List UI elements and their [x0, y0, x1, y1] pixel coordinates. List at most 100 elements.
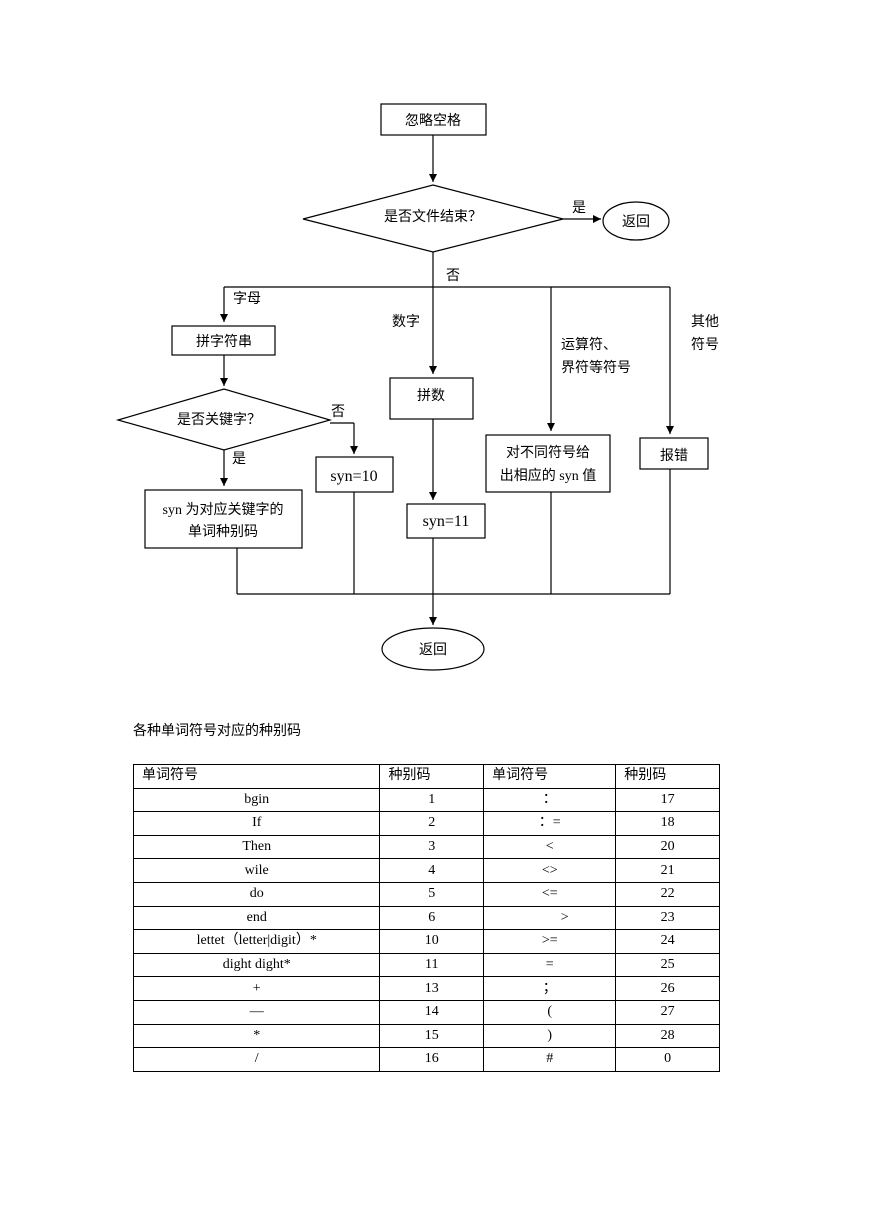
branch-operator-label-1: 运算符、	[561, 337, 617, 353]
table-cell: #	[483, 1047, 617, 1072]
decision-keyword	[115, 388, 333, 451]
syn10-label: syn=10	[330, 468, 377, 485]
table-cell: lettet（letter|digit）*	[132, 929, 381, 954]
table-cell: Then	[132, 834, 381, 860]
table-row: *15)28	[132, 1023, 720, 1049]
table-cell: <	[483, 834, 617, 860]
table-cell: <>	[483, 858, 617, 883]
table-cell: bgin	[132, 787, 381, 813]
table-cell: 21	[615, 858, 720, 883]
table-cell: 22	[615, 881, 720, 907]
table-cell: (	[483, 999, 617, 1025]
spell-number-label: 拼数	[417, 388, 445, 404]
keyword-no-label: 否	[331, 405, 345, 420]
symbol-code-label-1: 对不同符号给	[506, 445, 590, 461]
table-row: lettet（letter|digit）*10>=24	[132, 929, 720, 954]
keyword-code-label-1: syn 为对应关键字的	[163, 501, 284, 518]
table-cell: do	[132, 881, 381, 907]
table-cell: 5	[379, 881, 485, 907]
table-cell: ：	[483, 787, 617, 813]
table-cell: 10	[379, 929, 485, 954]
table-cell: /	[132, 1047, 381, 1072]
table-cell: 23	[615, 905, 720, 931]
syn10-box	[315, 456, 394, 493]
table-cell: end	[132, 905, 381, 931]
table-header-cell: 种别码	[379, 764, 485, 789]
branch-other-label-2: 符号	[691, 337, 719, 353]
keyword-code-label-2: 单词种别码	[188, 524, 258, 540]
return-top-label: 返回	[622, 214, 650, 230]
table-cell: 27	[615, 999, 720, 1025]
spell-string-box	[171, 325, 276, 356]
table-cell: 16	[379, 1047, 485, 1072]
syn11-label: syn=11	[423, 513, 470, 530]
keyword-code-box	[144, 489, 303, 549]
table-cell: 2	[379, 811, 485, 836]
table-cell: 20	[615, 834, 720, 860]
table-header-row: 单词符号种别码单词符号种别码	[132, 764, 720, 789]
spell-number-box	[389, 377, 474, 420]
table-cell: +	[132, 976, 381, 1001]
table-row: /16#0	[132, 1047, 720, 1072]
return-top-ellipse	[602, 201, 670, 241]
table-cell: 14	[379, 999, 485, 1025]
table-cell: 0	[615, 1047, 720, 1072]
table-header-cell: 种别码	[615, 764, 720, 789]
table-header-cell: 单词符号	[132, 764, 381, 789]
table-cell: —	[132, 999, 381, 1025]
table-cell: ：=	[483, 811, 617, 836]
keyword-yes-label: 是	[232, 452, 246, 467]
error-box	[639, 437, 709, 470]
table-row: +13；26	[132, 976, 720, 1001]
return-bottom-ellipse	[381, 627, 485, 671]
symbol-code-label-2: 出相应的 syn 值	[500, 467, 596, 484]
table-cell: If	[132, 811, 381, 836]
table-cell: 6	[379, 905, 485, 931]
table-header-cell: 单词符号	[483, 764, 617, 789]
syn11-box	[406, 503, 486, 539]
table-cell: *	[132, 1023, 381, 1049]
flowchart: 忽略空格 是否文件结束？ 是 返回 否 字母 数字 运算符、 界符等符号 其他 …	[115, 103, 719, 671]
table-row: dight dight*11=25	[132, 952, 720, 978]
table-cell: 17	[615, 787, 720, 813]
table-cell: =	[483, 952, 617, 978]
no-label: 否	[446, 269, 460, 284]
spell-string-label: 拼字符串	[196, 334, 252, 350]
start-box-label: 忽略空格	[405, 113, 461, 129]
table-cell: <=	[483, 881, 617, 907]
table-cell: >=	[483, 929, 617, 954]
table-cell: 18	[615, 811, 720, 836]
table-cell: wile	[132, 858, 381, 883]
decision-keyword-label: 是否关键字？	[177, 412, 261, 428]
table-caption: 各种单词符号对应的种别码	[133, 724, 301, 739]
table-row: —14(27	[132, 999, 720, 1025]
start-box	[380, 103, 487, 136]
symbol-code-box	[485, 434, 611, 493]
table-cell: 26	[615, 976, 720, 1001]
table-cell: 13	[379, 976, 485, 1001]
table-cell: ；	[483, 976, 617, 1001]
table-cell: 11	[379, 952, 485, 978]
table-cell: 15	[379, 1023, 485, 1049]
table-cell: 25	[615, 952, 720, 978]
table-cell: 24	[615, 929, 720, 954]
table-cell: 1	[379, 787, 485, 813]
table-cell: dight dight*	[132, 952, 381, 978]
return-bottom-label: 返回	[419, 642, 447, 658]
table-cell: 4	[379, 858, 485, 883]
yes-label: 是	[572, 201, 586, 216]
error-label: 报错	[660, 448, 688, 464]
table-cell: 28	[615, 1023, 720, 1049]
branch-letter-label: 字母	[233, 291, 261, 307]
branch-other-label-1: 其他	[691, 314, 719, 330]
table-cell: 3	[379, 834, 485, 860]
branch-operator-label-2: 界符等符号	[561, 359, 631, 376]
decision-eof-label: 是否文件结束？	[384, 209, 482, 225]
